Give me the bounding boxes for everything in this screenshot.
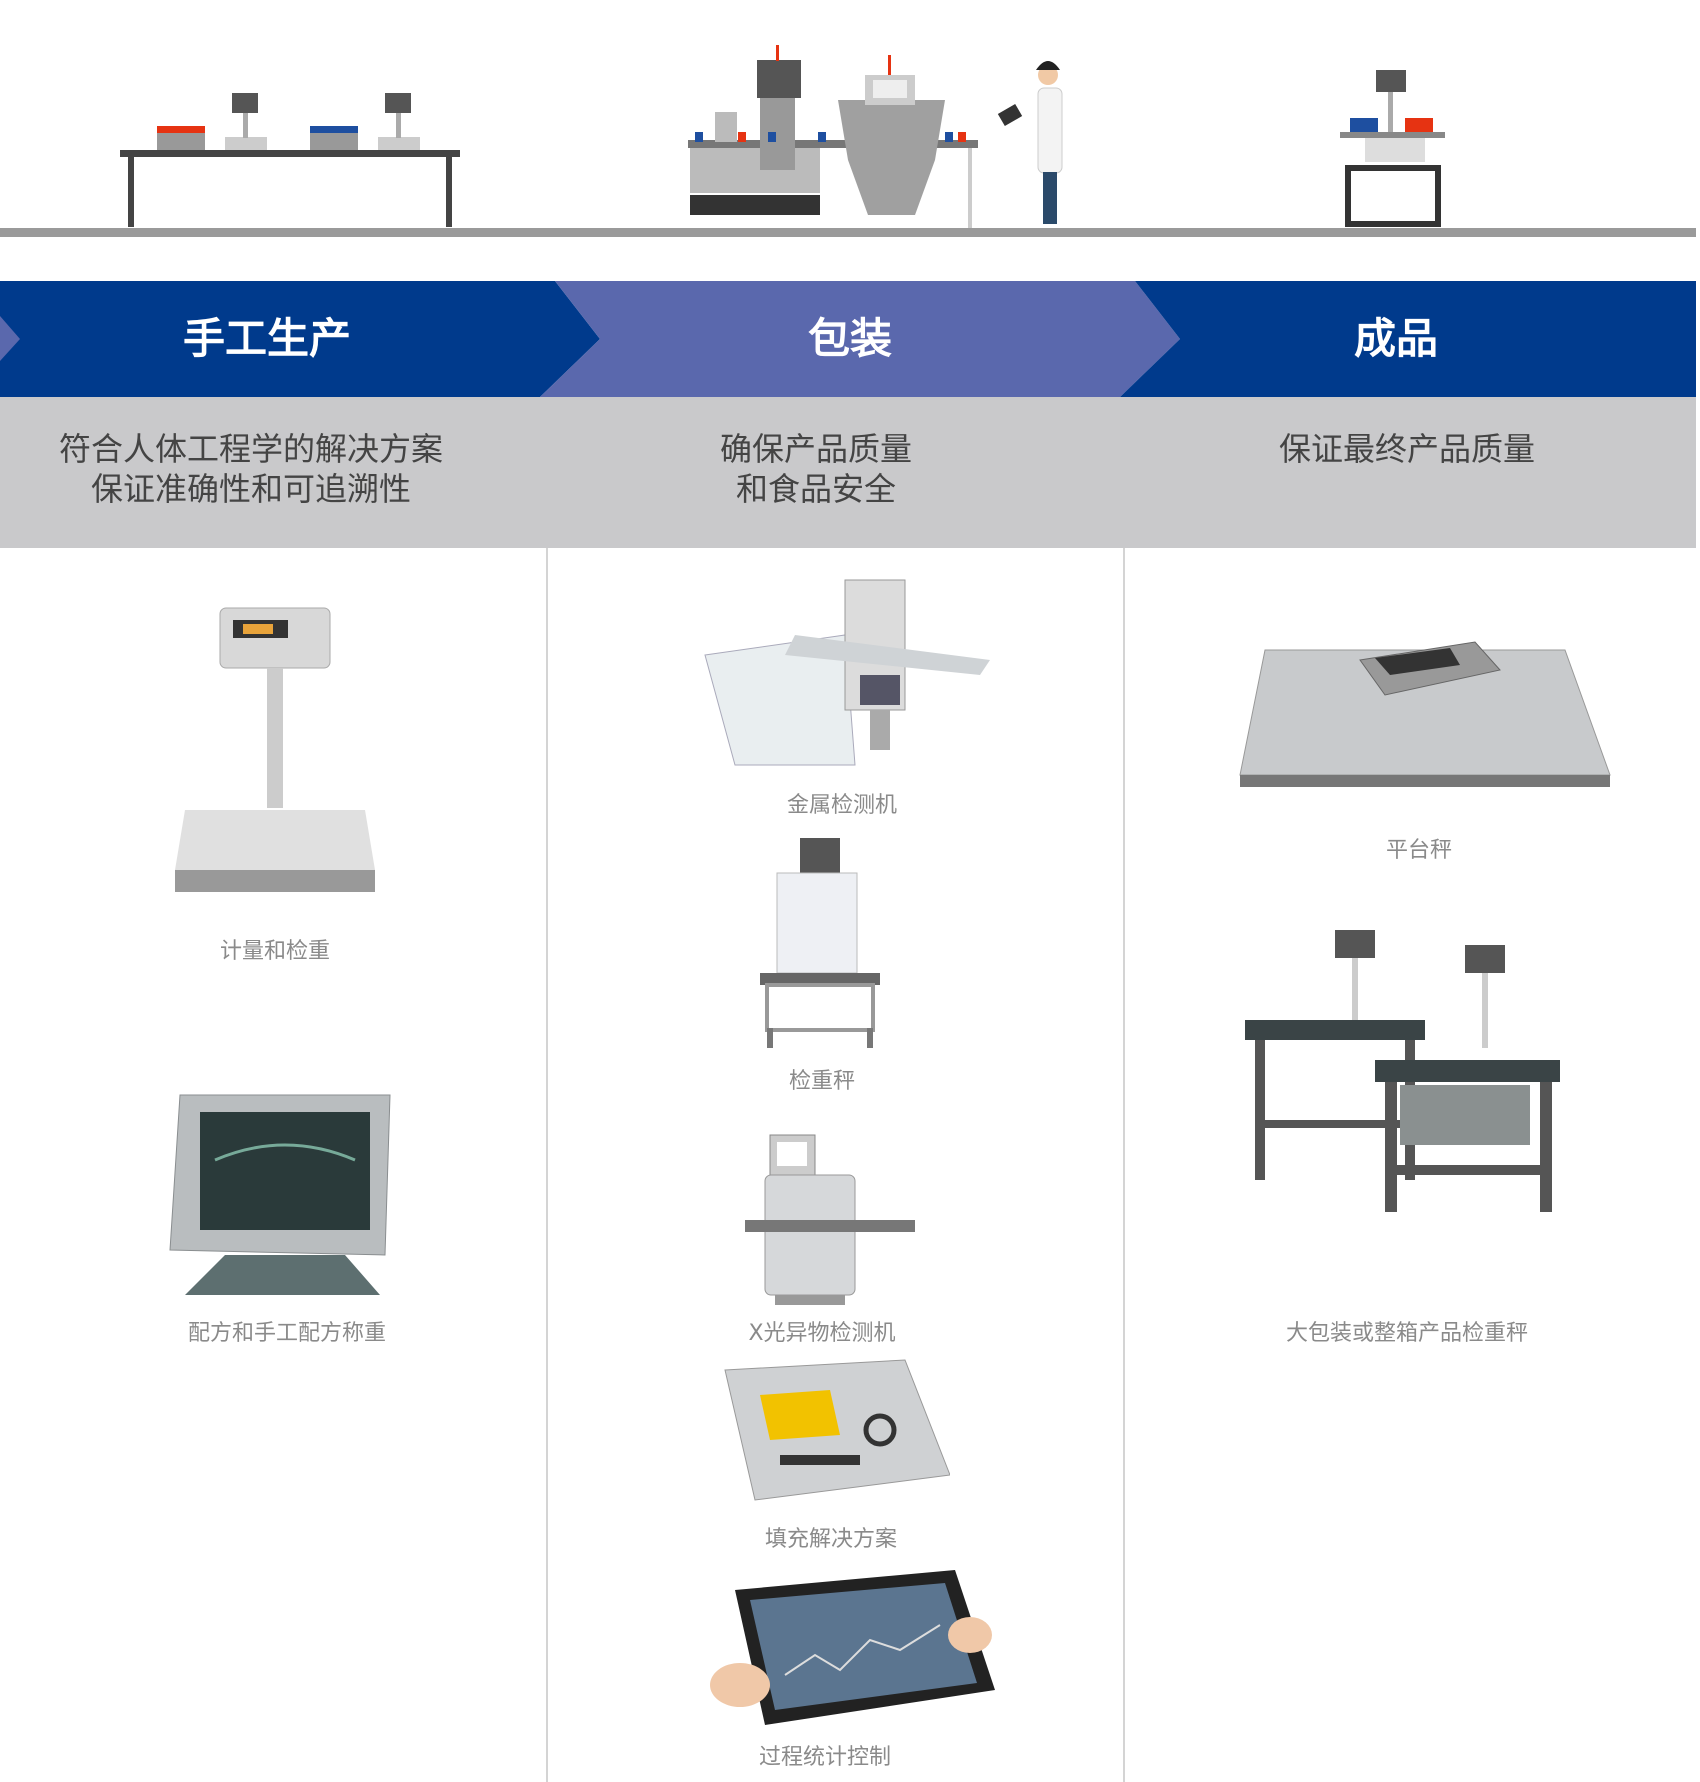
platform-scale-image[interactable] [1235,630,1615,805]
product-caption[interactable]: 过程统计控制 [758,1745,891,1770]
operator-with-tablet-illustration [997,61,1063,224]
stage-description-manual: 符合人体工程学的解决方案 保证准确性和可追溯性 [0,429,511,509]
product-caption[interactable]: 平台秤 [1385,838,1452,863]
column-divider [546,548,548,1782]
manual-table-illustration [120,93,460,227]
stage-arrow-manual [0,281,600,397]
stage-description-band: 符合人体工程学的解决方案 保证准确性和可追溯性 确保产品质量 和食品安全 保证最… [0,397,1696,548]
stage-arrow-finished [1120,281,1696,397]
description-line: 保证准确性和可追溯性 [90,470,411,508]
product-caption[interactable]: 填充解决方案 [764,1527,897,1552]
stage-description-packaging: 确保产品质量 和食品安全 [556,429,1076,509]
column-divider [1123,548,1125,1782]
stage-title-finished: 成品 [1353,314,1438,363]
production-line-illustration [0,0,1700,240]
stage-arrow-band: 手工生产 包装 成品 [0,281,1696,397]
production-line-svg [120,45,1445,228]
product-caption[interactable]: X光异物检测机 [748,1321,896,1346]
checkweigher-image[interactable] [755,828,885,1053]
product-caption[interactable]: 大包装或整箱产品检重秤 [1285,1321,1528,1346]
product-caption[interactable]: 配方和手工配方称重 [187,1321,386,1346]
filling-terminal-image[interactable] [715,1355,950,1505]
bench-scale-image[interactable] [165,600,385,905]
metal-detector-image[interactable] [695,575,990,780]
case-checkweigher-image[interactable] [1240,920,1570,1300]
packaging-line-illustration [688,45,978,228]
product-caption[interactable]: 检重秤 [788,1069,855,1094]
xray-inspection-image[interactable] [745,1120,915,1310]
description-line: 符合人体工程学的解决方案 [58,430,443,468]
product-caption[interactable]: 金属检测机 [786,793,897,818]
spc-tablet-image[interactable] [705,1565,995,1730]
description-line: 和食品安全 [735,470,896,508]
description-line: 保证最终产品质量 [1278,430,1535,468]
description-line: 确保产品质量 [719,430,912,468]
stage-arrows-svg [0,281,1696,397]
finished-goods-scale-illustration [1340,70,1445,227]
product-caption[interactable]: 计量和检重 [219,939,330,964]
stage-title-packaging: 包装 [807,314,892,363]
stage-arrow-packaging [540,281,1180,397]
stage-title-manual: 手工生产 [182,314,351,363]
recipe-terminal-image[interactable] [165,1090,395,1295]
floor-line [0,228,1696,237]
stage-description-finished: 保证最终产品质量 [1147,429,1667,469]
